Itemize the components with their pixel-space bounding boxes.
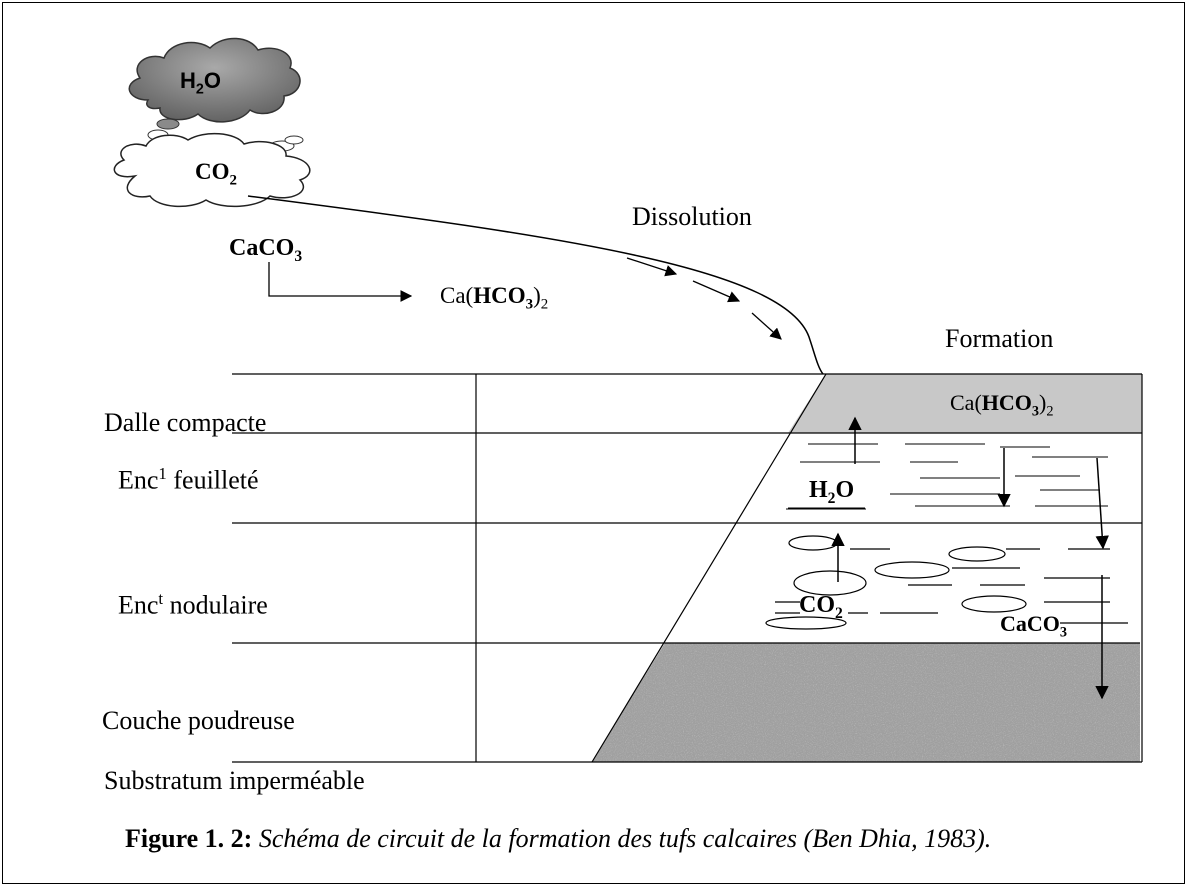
h2o-cloud (128, 37, 301, 123)
slope-boundary (591, 373, 827, 763)
nodules (765, 535, 1128, 630)
figure-caption: Figure 1. 2: Schéma de circuit de la for… (125, 824, 991, 854)
slab-layer (788, 374, 1142, 433)
caco3-label: CaCO3 (229, 235, 303, 265)
layer-nodulaire-label: Enct nodulaire (118, 589, 268, 620)
caption-label: Figure 1. 2: (125, 824, 253, 853)
flow-arrow (626, 257, 678, 277)
layer-feuillete-label: Enc1 feuilleté (118, 464, 259, 495)
dissolution-curve (247, 195, 824, 375)
flow-arrow (692, 280, 741, 303)
calcium-bicarbonate-label: Ca(HCO3)2 (440, 283, 549, 313)
powder-texture (592, 643, 1140, 762)
layer-dalle-label: Dalle compacte (104, 408, 267, 437)
layer-poudreuse-label: Couche poudreuse (102, 706, 295, 735)
dissolution-label: Dissolution (632, 202, 752, 231)
co2-cloud (113, 132, 311, 208)
caco3-mid-label: CaCO3 (1000, 611, 1068, 641)
slab-bicarbonate-label: Ca(HCO3)2 (950, 390, 1054, 420)
laminated-dashes (788, 443, 1108, 509)
cloud-co2-label: CO2 (195, 159, 237, 189)
cloud-h2o-label: H2O (180, 68, 221, 98)
bubble-icon (284, 135, 304, 145)
formation-label: Formation (945, 324, 1054, 353)
bubble-icon (156, 118, 180, 130)
layer-substratum-label: Substratum imperméable (104, 766, 365, 795)
reaction-arrow (268, 262, 413, 302)
flow-arrow (751, 312, 782, 340)
downward-arrow (1095, 457, 1109, 550)
h2o-label: H2O (809, 477, 855, 507)
caption-text: Schéma de circuit de la formation des tu… (252, 824, 992, 853)
co2-label: CO2 (799, 592, 843, 622)
